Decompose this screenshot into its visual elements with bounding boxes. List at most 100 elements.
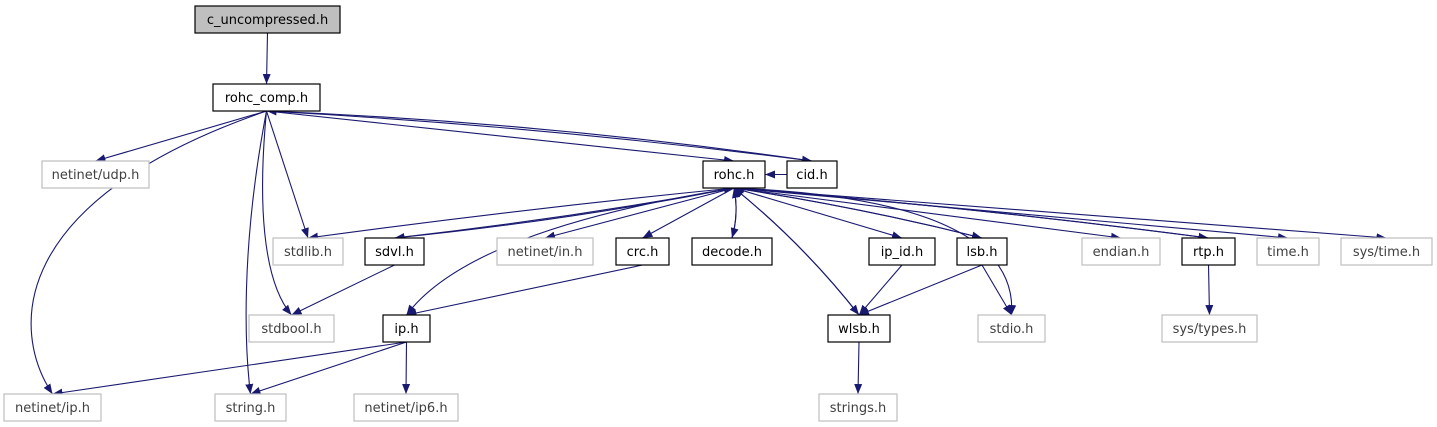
node-box	[615, 237, 670, 266]
node-box	[1181, 237, 1236, 266]
node-box	[956, 237, 1008, 266]
node-lsb[interactable]: lsb.h	[956, 237, 1008, 266]
node-box	[818, 393, 898, 422]
edge-sdvl-to-stdbool	[291, 264, 395, 316]
node-box	[248, 314, 335, 343]
node-label: ip_id.h	[881, 245, 924, 260]
edge-sdvl-to-rohc	[394, 185, 735, 239]
node-time: time.h	[1256, 237, 1320, 266]
edge-rohc-to-stdio	[733, 187, 1017, 316]
node-box	[827, 314, 891, 343]
edge-cid-to-rohc-comp	[266, 107, 813, 162]
node-box	[786, 160, 838, 189]
node-rohc[interactable]: rohc.h	[702, 160, 766, 189]
node-box	[272, 237, 344, 266]
node-cid[interactable]: cid.h	[786, 160, 838, 189]
edge-rohc-comp-to-rohc	[266, 110, 735, 164]
edge-rohc-comp-to-string	[245, 110, 268, 395]
node-label: netinet/udp.h	[52, 168, 140, 183]
edge-ip-to-netinet-ip6	[402, 341, 411, 395]
node-crc[interactable]: crc.h	[615, 237, 670, 266]
edge-crc-to-ip	[406, 264, 643, 317]
edge-rohc-to-sdvl	[394, 187, 735, 241]
edge-rohc-to-crc	[642, 187, 735, 239]
node-box	[1256, 237, 1320, 266]
edge-lsb-to-rohc	[733, 185, 983, 239]
node-label: rtp.h	[1193, 245, 1224, 260]
node-label: sys/types.h	[1173, 322, 1247, 337]
node-sys-time: sys/time.h	[1340, 237, 1433, 266]
node-ip-id[interactable]: ip_id.h	[868, 237, 936, 266]
node-box	[353, 393, 459, 422]
node-sdvl[interactable]: sdvl.h	[364, 237, 425, 266]
node-netinet-ip6: netinet/ip6.h	[353, 393, 459, 422]
node-layer: c_uncompressed.h rohc_comp.h netinet/udp.h…	[3, 5, 1433, 422]
node-label: strings.h	[830, 401, 886, 416]
edge-rohc-to-endian	[733, 187, 1122, 241]
edge-rohc-comp-to-stdbool	[262, 110, 292, 316]
edge-rtp-to-sys-types	[1205, 264, 1214, 316]
node-box	[496, 237, 594, 266]
edge-rohc-to-lsb	[733, 187, 983, 240]
node-string: string.h	[214, 393, 287, 422]
node-box	[691, 237, 773, 266]
node-label: stdlib.h	[284, 245, 332, 260]
node-box	[364, 237, 425, 266]
node-c-uncompressed[interactable]: c_uncompressed.h	[194, 5, 341, 34]
node-sys-types: sys/types.h	[1161, 314, 1258, 343]
node-box	[214, 393, 287, 422]
edge-rohc-comp-to-cid	[266, 110, 813, 164]
node-box	[382, 314, 431, 343]
node-decode[interactable]: decode.h	[691, 237, 773, 266]
edge-c-uncompressed-to-rohc-comp	[262, 32, 271, 85]
node-netinet-in: netinet/in.h	[496, 237, 594, 266]
edge-wlsb-to-rohc	[733, 187, 860, 316]
node-label: crc.h	[627, 245, 659, 260]
node-box	[1340, 237, 1433, 266]
node-stdio: stdio.h	[977, 314, 1046, 343]
node-box	[977, 314, 1046, 343]
edge-rohc-to-sys-time	[733, 187, 1387, 242]
edge-rohc-to-rtp	[733, 187, 1209, 241]
edge-rohc-comp-to-netinet-ip	[30, 110, 267, 395]
node-label: string.h	[226, 401, 276, 416]
node-label: sdvl.h	[375, 245, 414, 260]
node-rohc-comp[interactable]: rohc_comp.h	[212, 83, 321, 112]
node-rtp[interactable]: rtp.h	[1181, 237, 1236, 266]
node-label: netinet/in.h	[508, 245, 583, 260]
node-label: netinet/ip.h	[15, 401, 90, 416]
node-label: wlsb.h	[838, 322, 880, 337]
node-box	[212, 83, 321, 112]
edge-ip-id-to-wlsb	[858, 264, 903, 316]
node-label: netinet/ip6.h	[364, 401, 447, 416]
edge-rohc-to-netinet-in	[544, 187, 735, 240]
node-endian: endian.h	[1081, 237, 1161, 266]
node-label: stdio.h	[990, 322, 1034, 337]
node-label: lsb.h	[966, 245, 997, 260]
edge-ip-to-netinet-ip	[52, 341, 407, 397]
node-label: cid.h	[796, 168, 827, 183]
edge-decode-to-rohc	[731, 187, 740, 239]
node-wlsb[interactable]: wlsb.h	[827, 314, 891, 343]
node-label: stdbool.h	[261, 322, 321, 337]
node-box	[1161, 314, 1258, 343]
node-box	[702, 160, 766, 189]
node-netinet-udp: netinet/udp.h	[41, 160, 150, 189]
edge-rtp-to-rohc	[733, 184, 1209, 239]
node-label: endian.h	[1093, 245, 1150, 260]
node-box	[41, 160, 150, 189]
node-stdbool: stdbool.h	[248, 314, 335, 343]
node-ip[interactable]: ip.h	[382, 314, 431, 343]
node-stdlib: stdlib.h	[272, 237, 344, 266]
node-box	[868, 237, 936, 266]
edge-rohc-comp-to-stdlib	[265, 110, 309, 239]
node-label: time.h	[1267, 245, 1309, 260]
node-label: rohc_comp.h	[225, 91, 308, 106]
node-label: sys/time.h	[1353, 245, 1420, 260]
edge-rohc-to-ip-id	[733, 187, 903, 239]
node-box	[3, 393, 102, 422]
node-label: ip.h	[394, 322, 418, 337]
node-netinet-ip: netinet/ip.h	[3, 393, 102, 422]
edge-lsb-to-stdio	[981, 264, 1012, 316]
